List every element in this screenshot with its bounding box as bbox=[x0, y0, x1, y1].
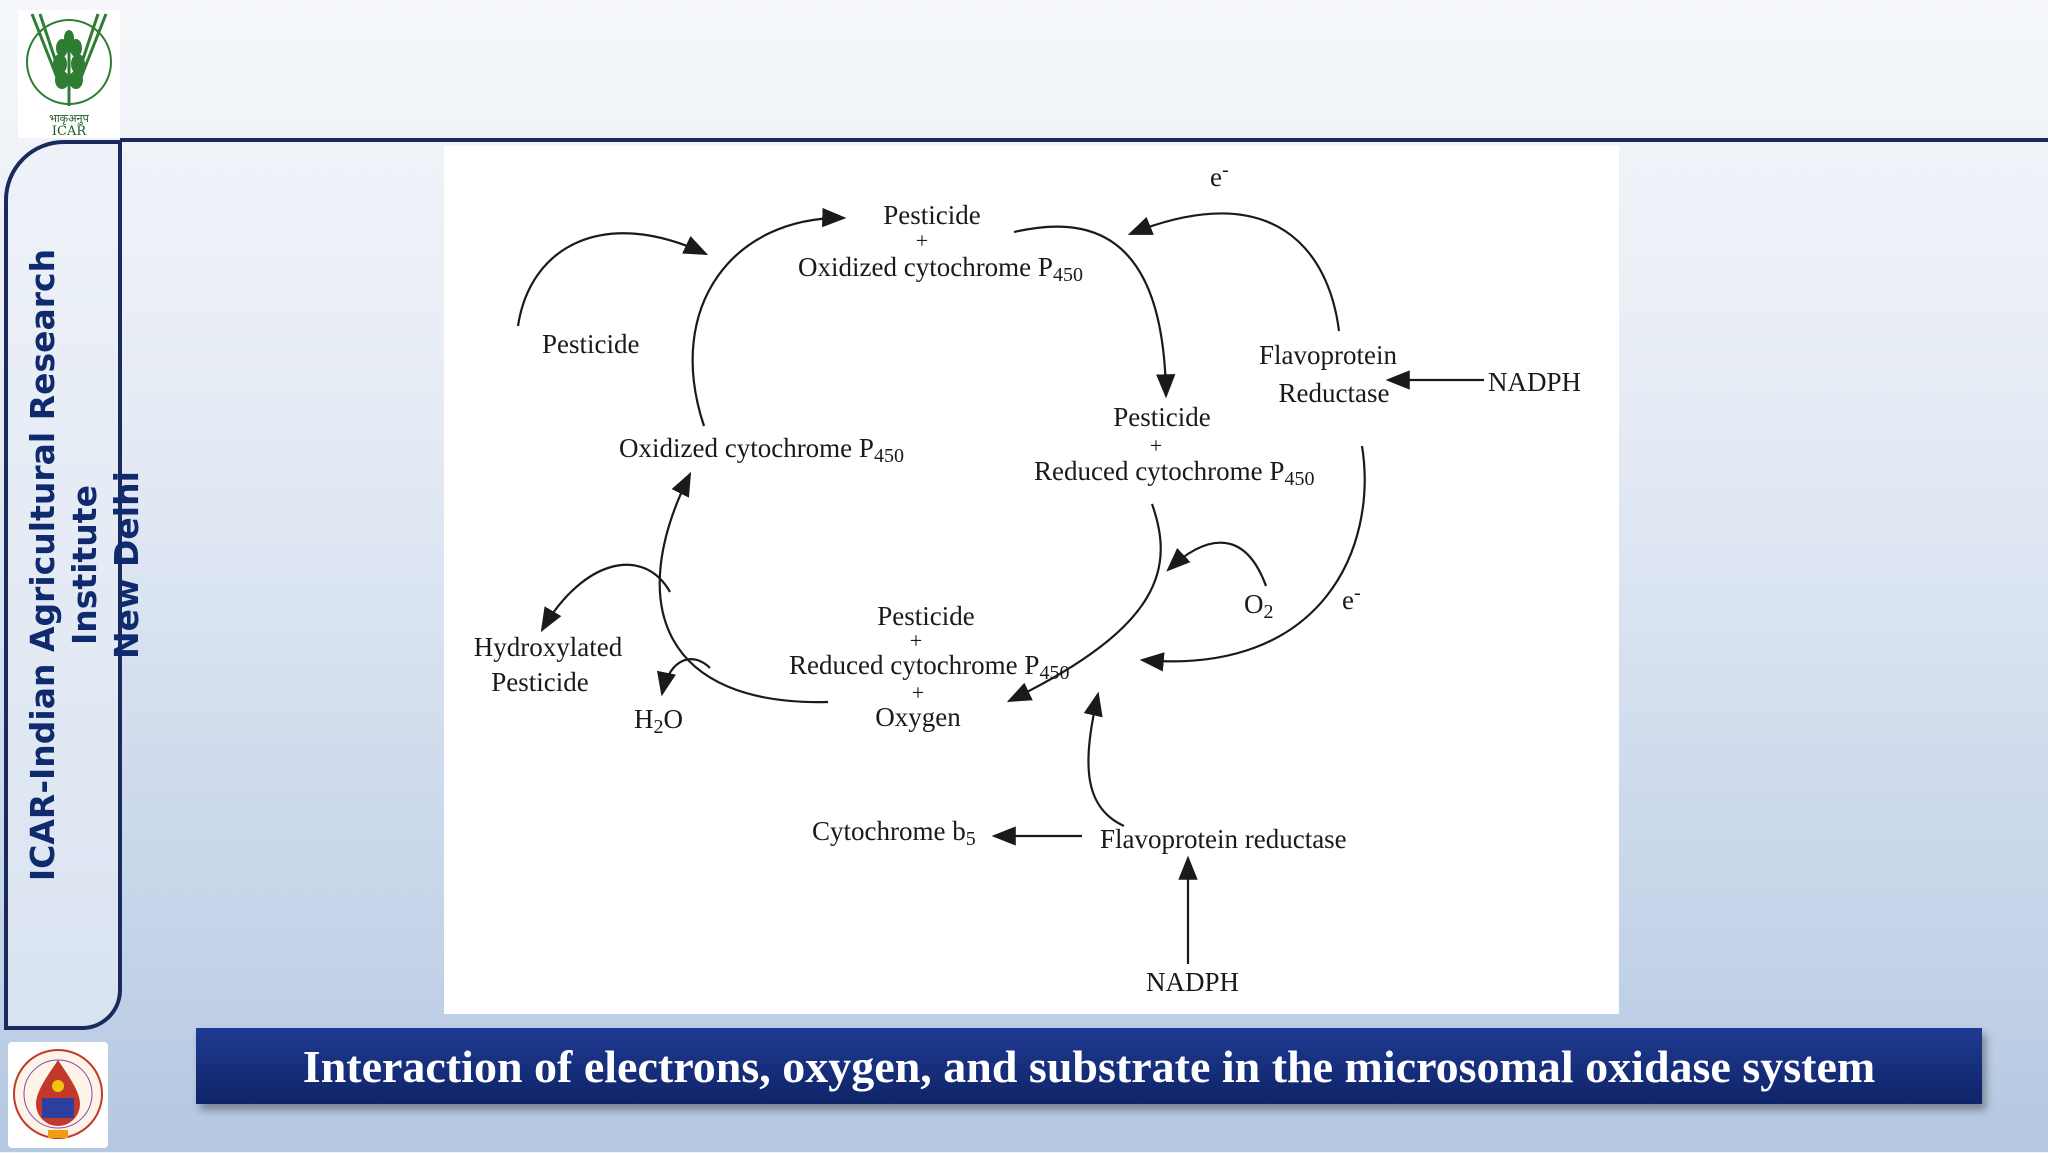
arrow-oxidized-to-top bbox=[691, 207, 847, 427]
hydroxylated-line1: Hydroxylated bbox=[474, 632, 623, 662]
bottom-complex-pesticide: Pesticide bbox=[877, 601, 974, 631]
nadph-top-label: NADPH bbox=[1488, 367, 1581, 397]
hydroxylated-pesticide-label: Hydroxylated Pesticide bbox=[474, 632, 623, 697]
right-complex-label: Pesticide + Reduced cytochrome P450 bbox=[1034, 402, 1314, 490]
icar-logo-label: ICAR bbox=[52, 124, 87, 138]
top-complex-label: Pesticide + Oxidized cytochrome P450 bbox=[798, 200, 1083, 286]
bottom-complex-oxygen: Oxygen bbox=[875, 702, 961, 732]
icar-logo-hindi: भाकृअनुप bbox=[49, 112, 90, 125]
arrow-bottom-to-oxidized bbox=[658, 471, 829, 704]
nadph-bottom-label: NADPH bbox=[1146, 967, 1239, 997]
hydroxylated-line2: Pesticide bbox=[491, 667, 588, 697]
pesticide-input-label: Pesticide bbox=[542, 329, 639, 359]
right-complex-plus: + bbox=[1150, 433, 1162, 458]
right-complex-cytochrome: Reduced cytochrome P450 bbox=[1034, 456, 1314, 490]
institute-city: New Delhi bbox=[107, 471, 146, 659]
flavoprotein-top-line1: Flavoprotein bbox=[1259, 340, 1397, 370]
institute-name-line1: ICAR-Indian Agricultural Research Instit… bbox=[23, 248, 104, 882]
bottom-complex-plus-2: + bbox=[912, 680, 924, 705]
arrow-hydroxylated-out bbox=[540, 563, 671, 633]
arrow-top-to-right bbox=[1013, 225, 1176, 399]
oxidized-cytochrome-label: Oxidized cytochrome P450 bbox=[619, 433, 904, 467]
sidebar-panel bbox=[4, 140, 122, 1030]
arrow-flavoprotein-to-complex bbox=[1083, 691, 1125, 828]
arrow-pesticide-input bbox=[516, 232, 709, 327]
arrow-electron-right bbox=[1139, 445, 1366, 672]
institute-name: ICAR-Indian Agricultural Research Instit… bbox=[22, 195, 148, 935]
electron-right-label: e- bbox=[1342, 582, 1361, 615]
right-complex-pesticide: Pesticide bbox=[1113, 402, 1210, 432]
bottom-complex-label: Pesticide + Reduced cytochrome P450 + Ox… bbox=[789, 601, 1069, 732]
arrow-water-out bbox=[657, 658, 711, 697]
microsomal-oxidase-diagram: Pesticide + Oxidized cytochrome P450 Pes… bbox=[474, 159, 1581, 997]
water-h2o-label: H2O bbox=[634, 704, 683, 738]
top-complex-plus: + bbox=[916, 228, 928, 253]
electron-top-label: e- bbox=[1210, 159, 1229, 192]
flavoprotein-reductase-bottom-label: Flavoprotein reductase bbox=[1100, 824, 1347, 854]
diagram-panel: Pesticide + Oxidized cytochrome P450 Pes… bbox=[444, 146, 1619, 1014]
flavoprotein-top-line2: Reductase bbox=[1279, 378, 1390, 408]
bottom-complex-cytochrome: Reduced cytochrome P450 bbox=[789, 650, 1069, 684]
bottom-complex-plus-1: + bbox=[910, 628, 922, 653]
top-complex-cytochrome: Oxidized cytochrome P450 bbox=[798, 252, 1083, 286]
cytochrome-b5-label: Cytochrome b5 bbox=[812, 816, 976, 850]
caption-bar: Interaction of electrons, oxygen, and su… bbox=[196, 1028, 1982, 1104]
iari-emblem bbox=[8, 1042, 108, 1148]
icar-logo: भाकृअनुप ICAR bbox=[18, 10, 120, 139]
oxygen-o2-label: O2 bbox=[1244, 589, 1274, 623]
top-complex-pesticide: Pesticide bbox=[883, 200, 980, 230]
header-divider bbox=[120, 138, 2048, 142]
slide-caption: Interaction of electrons, oxygen, and su… bbox=[302, 1040, 1876, 1092]
arrow-right-to-bottom bbox=[1006, 503, 1162, 703]
arrow-oxygen-in bbox=[1166, 541, 1268, 587]
arrow-electron-top bbox=[1127, 212, 1341, 332]
flavoprotein-reductase-top-label: Flavoprotein Reductase bbox=[1259, 340, 1397, 408]
